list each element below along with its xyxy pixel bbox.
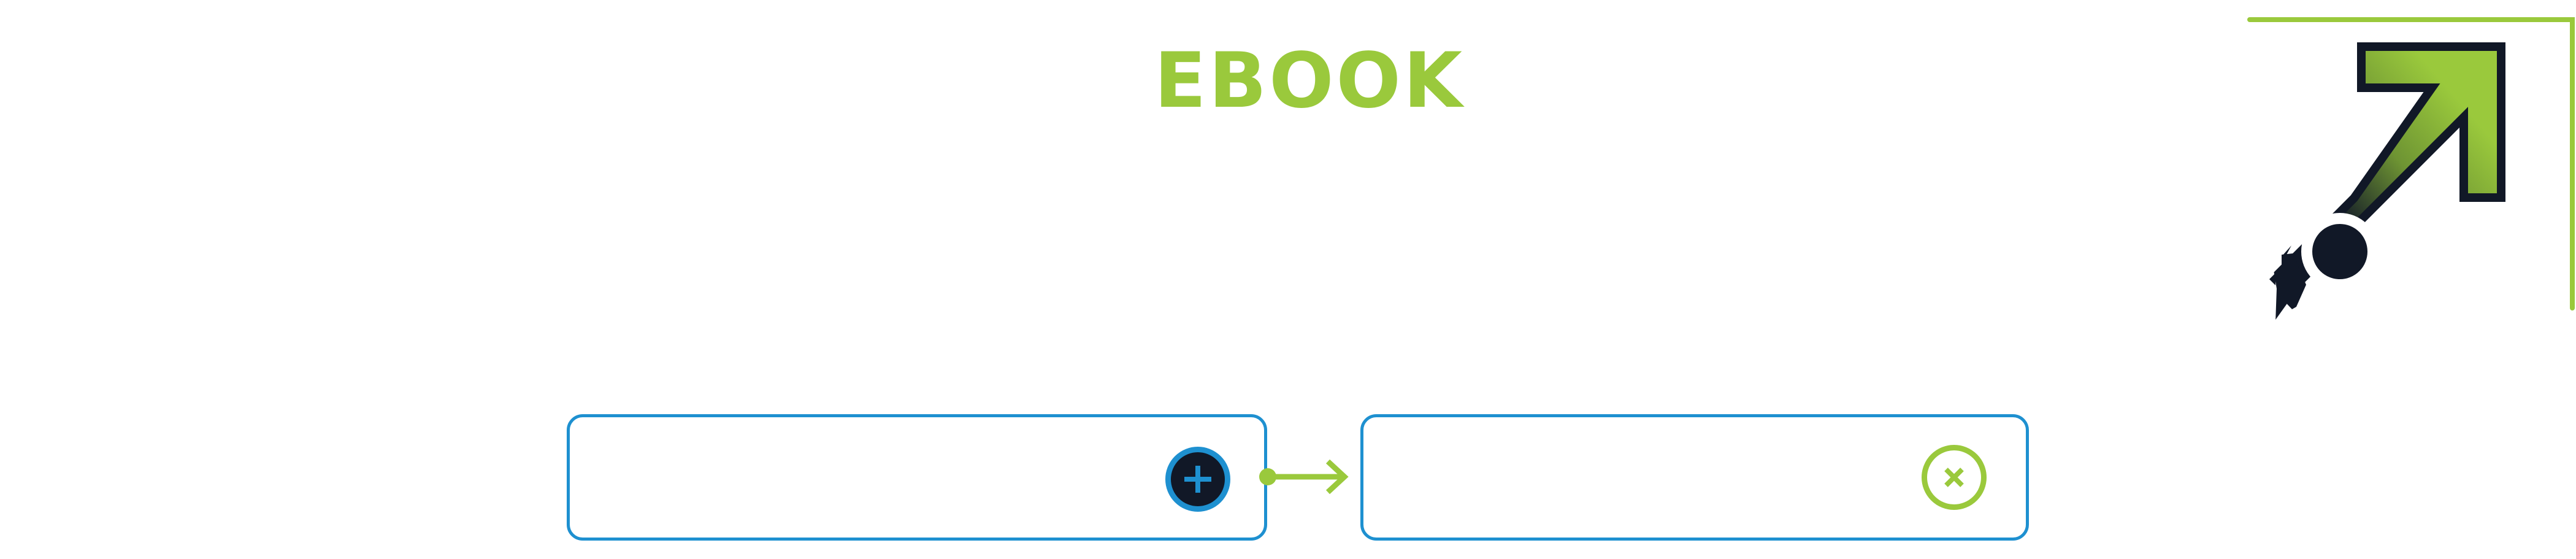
source-input-box[interactable] bbox=[567, 414, 1267, 541]
page-title: EBOOK bbox=[1154, 37, 1465, 125]
add-button[interactable] bbox=[1165, 447, 1230, 512]
target-input-box[interactable] bbox=[1360, 414, 2029, 541]
remove-button[interactable] bbox=[1922, 445, 1987, 510]
close-icon bbox=[1944, 468, 1964, 487]
plus-icon bbox=[1184, 466, 1211, 493]
